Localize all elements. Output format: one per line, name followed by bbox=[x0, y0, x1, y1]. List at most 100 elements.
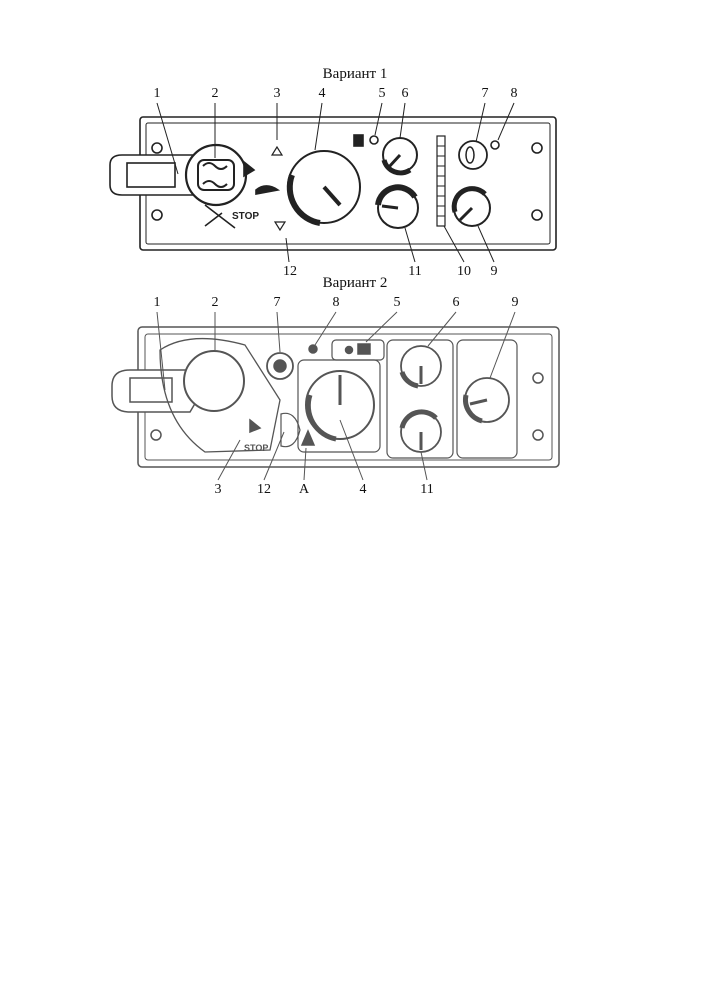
v1-leader-11 bbox=[404, 227, 416, 263]
v2-dial-4-scale bbox=[305, 394, 337, 442]
callout-v2-9: 9 bbox=[511, 295, 519, 310]
v1-bar-10 bbox=[436, 135, 446, 227]
callout-v2-1: 1 bbox=[153, 295, 161, 310]
v1-leader-8 bbox=[497, 102, 515, 141]
v1-bar-10-ticks bbox=[437, 145, 445, 217]
callout-v1-3: 3 bbox=[273, 86, 281, 101]
v2-knob-7-icon bbox=[273, 359, 287, 373]
v1-leader-12 bbox=[285, 237, 290, 263]
v1-lamp-5 bbox=[369, 135, 379, 145]
v1-symbol-hare bbox=[243, 160, 256, 178]
v2-leader-6 bbox=[427, 311, 457, 347]
v2-screw-tr bbox=[532, 372, 544, 384]
v1-knob-icon-frame bbox=[197, 159, 235, 191]
callout-v2-4: 4 bbox=[359, 482, 367, 497]
v2-leader-3 bbox=[217, 439, 241, 481]
v1-stop-mark bbox=[204, 204, 236, 229]
variant1-panel bbox=[109, 102, 557, 263]
callout-v1-9: 9 bbox=[490, 264, 498, 279]
callout-v2-2: 2 bbox=[211, 295, 219, 310]
callout-v1-2: 2 bbox=[211, 86, 219, 101]
callout-v2-8: 8 bbox=[332, 295, 340, 310]
callout-v1-11: 11 bbox=[408, 264, 422, 279]
v1-knob-9-scale bbox=[451, 186, 487, 213]
callout-v2-3: 3 bbox=[214, 482, 222, 497]
v2-knob-9-section bbox=[456, 339, 518, 459]
callout-v1-4: 4 bbox=[318, 86, 326, 101]
callout-v1-12: 12 bbox=[283, 264, 297, 279]
v1-knob-6-pointer bbox=[386, 153, 402, 170]
v2-main-knob bbox=[183, 350, 245, 412]
v1-lamp-5-icon bbox=[353, 134, 364, 147]
v1-knob-7-icon bbox=[465, 146, 475, 164]
v2-leader-1 bbox=[156, 311, 166, 391]
v1-knob-11-scale bbox=[375, 184, 418, 206]
callout-v1-8: 8 bbox=[510, 86, 518, 101]
v1-leader-1 bbox=[156, 102, 179, 175]
v2-screw-br bbox=[532, 429, 544, 441]
v1-leader-10 bbox=[443, 225, 465, 263]
v2-leader-11 bbox=[420, 451, 428, 481]
v2-leader-A bbox=[303, 447, 307, 481]
v1-dial-4-scale bbox=[286, 173, 321, 226]
v1-symbol-snail bbox=[255, 185, 281, 195]
v2-lamp-5 bbox=[344, 345, 354, 355]
v1-knob-7 bbox=[458, 140, 488, 170]
v2-leader-4 bbox=[339, 419, 364, 481]
v1-knob-icon bbox=[202, 162, 228, 188]
v2-symbol-snail bbox=[249, 418, 262, 434]
callout-v1-5: 5 bbox=[378, 86, 386, 101]
callout-v1-7: 7 bbox=[481, 86, 489, 101]
v2-marker-A bbox=[300, 429, 316, 446]
v2-knob-9-scale bbox=[463, 394, 483, 424]
v2-knob-11-scale bbox=[399, 409, 438, 429]
v1-main-knob bbox=[184, 143, 248, 207]
v2-indicator-12 bbox=[280, 412, 301, 448]
v2-dial-4-frame bbox=[297, 359, 381, 453]
v1-leader-7 bbox=[475, 102, 486, 143]
v1-screw-tl bbox=[151, 142, 163, 154]
v2-lamp-8 bbox=[308, 344, 318, 354]
v1-knob-9-pointer bbox=[458, 206, 474, 222]
callout-v1-1: 1 bbox=[153, 86, 161, 101]
v2-leader-8 bbox=[314, 311, 337, 346]
v2-screw-bl bbox=[150, 429, 162, 441]
v1-screw-br bbox=[531, 209, 543, 221]
v1-leader-9 bbox=[477, 225, 495, 263]
v1-leader-5 bbox=[374, 102, 383, 136]
v1-indicator-12 bbox=[273, 221, 287, 232]
v1-dial-4-pointer bbox=[322, 185, 342, 207]
v2-lever-slot bbox=[129, 377, 173, 403]
v1-knob-6-scale bbox=[381, 159, 412, 176]
callout-v1-10: 10 bbox=[457, 264, 471, 279]
v1-stop-text: STOP bbox=[232, 211, 259, 222]
variant2-title: Вариант 2 bbox=[322, 275, 388, 291]
callout-v2-5: 5 bbox=[393, 295, 401, 310]
variant2-panel bbox=[111, 311, 560, 481]
v1-screw-tr bbox=[531, 142, 543, 154]
v1-leader-6 bbox=[399, 102, 406, 139]
callout-v2-7: 7 bbox=[273, 295, 281, 310]
v2-leader-7 bbox=[276, 311, 281, 353]
v1-indicator-3 bbox=[270, 145, 284, 156]
v2-knob-9-pointer bbox=[469, 398, 488, 406]
v2-knob-6-scale bbox=[399, 371, 419, 389]
callout-v2-11: 11 bbox=[420, 482, 434, 497]
v1-leader-4 bbox=[314, 102, 323, 151]
v1-screw-bl bbox=[151, 209, 163, 221]
v2-leader-5 bbox=[365, 311, 398, 343]
callout-v2-12: 12 bbox=[257, 482, 271, 497]
v2-knob-section bbox=[386, 339, 454, 459]
variant1-title: Вариант 1 bbox=[322, 66, 388, 82]
v2-stop-text: STOP bbox=[244, 443, 268, 453]
v1-lever-slot bbox=[126, 162, 176, 188]
callout-v1-6: 6 bbox=[401, 86, 409, 101]
v2-knob-surround bbox=[159, 337, 281, 453]
callout-v2-6: 6 bbox=[452, 295, 460, 310]
v2-leader-9 bbox=[489, 311, 516, 379]
v2-leader-12 bbox=[263, 431, 285, 481]
v1-knob-11-pointer bbox=[381, 204, 399, 210]
callout-v2-A: A bbox=[298, 482, 310, 497]
v2-lamp-5-icon bbox=[357, 343, 371, 355]
